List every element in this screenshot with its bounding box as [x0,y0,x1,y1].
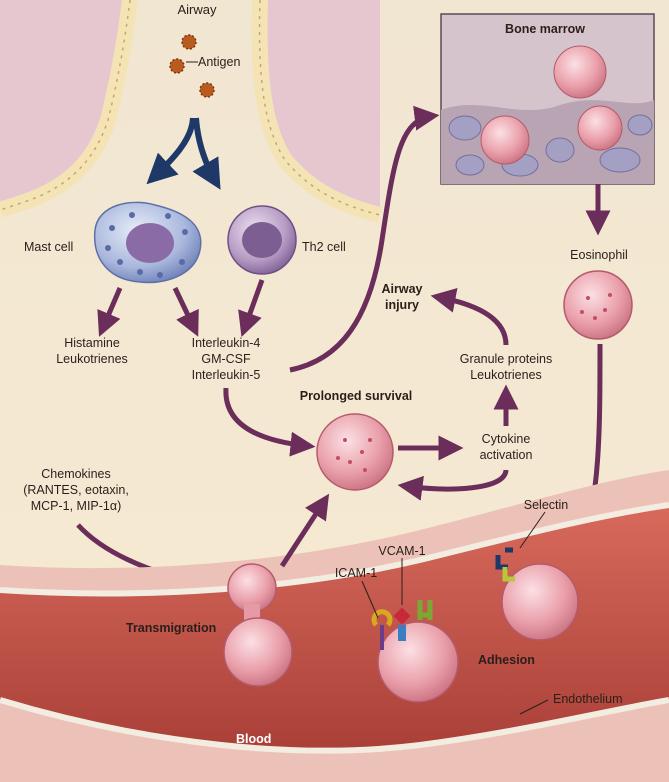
airway-wall [0,0,382,223]
airway-label: Airway [177,2,217,17]
transmigrating-cell [223,563,293,687]
antigen-label: Antigen [198,55,241,69]
transmigration-label: Transmigration [126,621,217,635]
icam1-label: ICAM-1 [334,566,378,580]
label-pointers [361,511,549,715]
vcam1-label: VCAM-1 [378,544,426,558]
eosinophil-cell [563,270,633,340]
selectin-label: Selectin [523,498,569,512]
chemokines-label: Chemokines [41,467,111,481]
arrow-interleukin-to-bone-marrow [289,105,440,373]
airway-injury-label-1: Airway [381,282,423,296]
antigen-particles [169,34,215,98]
arrow-mast-to-histamine [97,287,123,337]
arrow-transmigration-to-survival [279,493,330,568]
bone-marrow-panel [440,13,655,185]
activation-label: activation [479,448,533,462]
granule-proteins-label: Granule proteins [459,352,553,366]
granule-leukotrienes-label: Leukotrienes [470,368,542,382]
arrow-mast-to-interleukin [172,286,199,337]
gm-csf-label: GM-CSF [201,352,251,366]
leukotrienes-label: Leukotrienes [56,352,128,366]
arrow-to-mast-cell [146,117,196,185]
interleukin-4-label: Interleukin-4 [191,336,261,350]
airway-injury-label-2: injury [384,298,420,312]
eosinophil-label: Eosinophil [570,248,628,262]
arrow-to-th2-cell [192,117,221,190]
th2-cell [227,205,297,275]
prolonged-survival-label: Prolonged survival [299,389,413,403]
arrow-cytokine-feedback [397,469,509,501]
mast-cell [93,201,202,284]
blood-label: Blood [236,732,272,746]
chemokines-list-2: MCP-1, MIP-1α) [30,499,122,513]
interleukin-5-label: Interleukin-5 [191,368,261,382]
histamine-label: Histamine [64,336,120,350]
endothelium-label: Endothelium [553,692,623,706]
adhesion-label: Adhesion [478,653,535,667]
th2-cell-label: Th2 cell [302,240,346,254]
mast-cell-label: Mast cell [24,240,74,254]
arrow-interleukin-to-survival [223,387,316,457]
cytokine-label: Cytokine [481,432,531,446]
arrow-granule-to-injury [430,287,509,346]
chemokines-list-1: (RANTES, eotaxin, [23,483,129,497]
blood-vessel [0,470,669,782]
adhesion-cell [377,563,579,703]
arrow-th2-to-interleukin [238,279,265,338]
adhesion-molecules [371,547,515,650]
survival-eosinophil [316,413,394,491]
bone-marrow-label: Bone marrow [505,22,585,36]
